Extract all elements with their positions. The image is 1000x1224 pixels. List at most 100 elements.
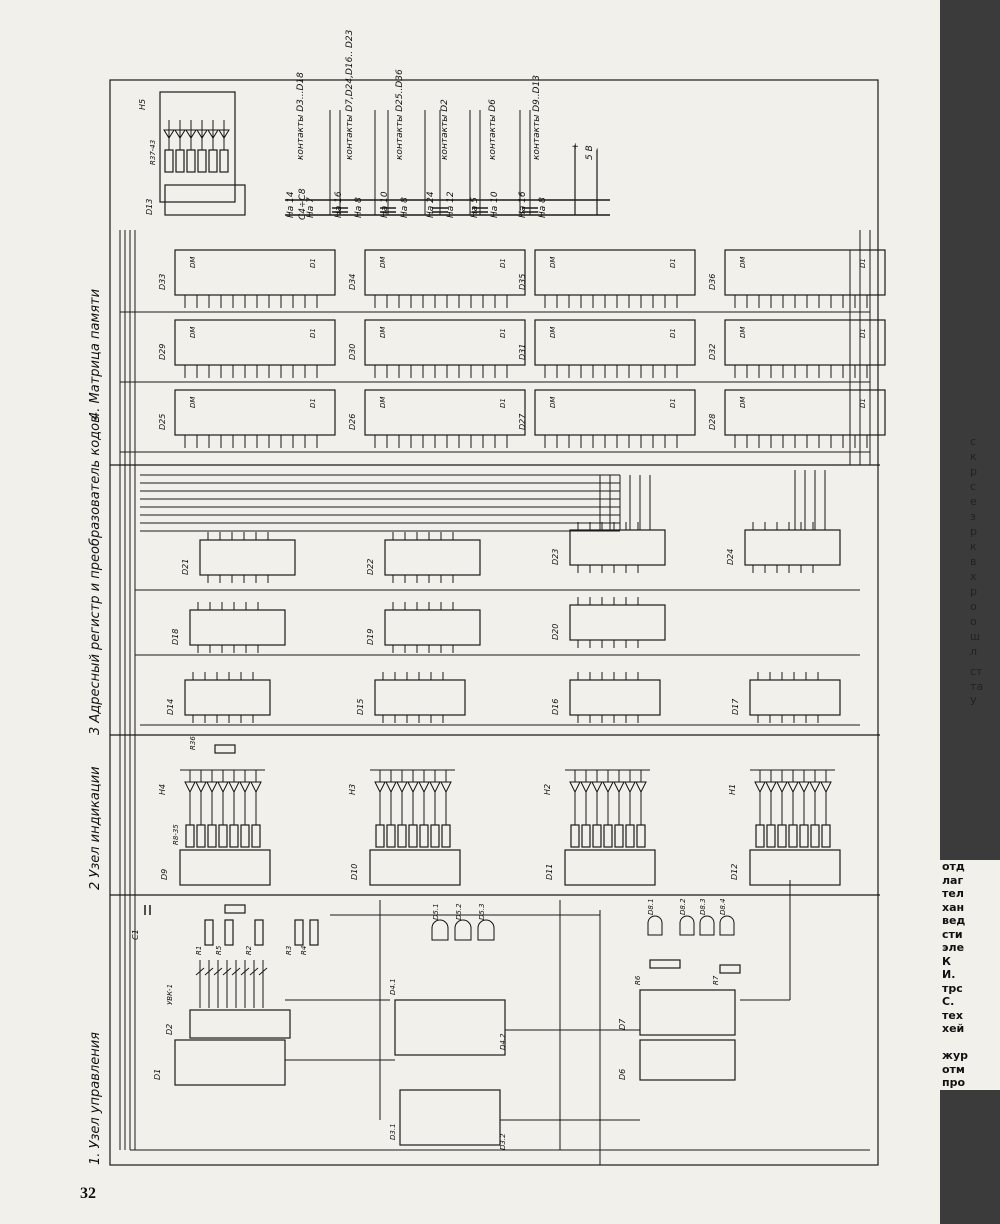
chip-label: R8-35 xyxy=(172,824,180,845)
chip-label: DM xyxy=(379,397,387,408)
resistor xyxy=(175,149,185,173)
facing-page-line: тех xyxy=(942,1008,963,1022)
chip-label: D35 xyxy=(518,274,527,290)
led-diode xyxy=(374,781,386,794)
led-diode xyxy=(207,129,219,139)
chip-label: D23 xyxy=(551,549,560,565)
chip-label: D1 xyxy=(669,398,677,408)
chip-label: R5 xyxy=(215,945,223,955)
facing-page-fragment: к xyxy=(970,450,977,463)
led-diode xyxy=(418,781,430,794)
resistor xyxy=(294,919,304,946)
logic-gate xyxy=(679,915,695,936)
register-chip xyxy=(569,604,666,641)
facing-page-fragment: о xyxy=(970,615,977,628)
resistor xyxy=(254,919,264,946)
chip-label: D9 xyxy=(160,869,169,880)
contact-label: контакты D2 xyxy=(440,99,450,160)
chip-label: R1 xyxy=(195,946,203,955)
led-diode xyxy=(407,781,419,794)
power-plus-label: + xyxy=(571,142,581,150)
chip-label: D1 xyxy=(499,258,507,268)
chip-label: DM xyxy=(189,397,197,408)
register-chip xyxy=(199,539,296,576)
chip-label: D14 xyxy=(166,699,175,715)
facing-page-line: трс xyxy=(942,981,963,995)
facing-page-fragment: з xyxy=(970,510,976,523)
chip-label: D21 xyxy=(181,559,190,575)
chip-label: R3 xyxy=(285,946,293,955)
resistor xyxy=(204,919,214,946)
pin-label: На 8 xyxy=(538,197,548,218)
pin-label: На 14 xyxy=(286,191,296,218)
resistor xyxy=(592,824,602,848)
chip-label: DM xyxy=(739,257,747,268)
led-diode xyxy=(569,781,581,794)
facing-page-line: про xyxy=(942,1076,966,1089)
memory-chip xyxy=(174,319,336,366)
memory-chip xyxy=(534,319,696,366)
resistor xyxy=(229,824,239,848)
memory-chip xyxy=(534,389,696,436)
section-control-title: 1. Узел управления xyxy=(88,1032,103,1165)
resistor xyxy=(810,824,820,848)
resistor xyxy=(581,824,591,848)
memory-chip xyxy=(174,389,336,436)
led-diode xyxy=(185,129,197,139)
chip-label: D27 xyxy=(518,413,527,430)
led-diode xyxy=(385,781,397,794)
chip-label: D1 xyxy=(309,398,317,408)
wire xyxy=(249,967,259,976)
led-diode xyxy=(635,781,647,794)
register-chip xyxy=(384,539,481,576)
wire xyxy=(240,967,250,976)
resistor xyxy=(219,149,229,173)
resistor xyxy=(375,824,385,848)
chip-label: DM xyxy=(379,257,387,268)
facing-page-line: лаг xyxy=(942,873,964,887)
led-diode xyxy=(754,781,766,794)
chip-label: D5.1 xyxy=(432,903,440,920)
memory-chip xyxy=(724,389,886,436)
decoder-chip xyxy=(179,849,271,886)
register-chip xyxy=(569,529,666,566)
wire xyxy=(258,967,268,976)
chip-label: D6 xyxy=(618,1069,627,1080)
led-diode xyxy=(195,781,207,794)
chip-label: DM xyxy=(549,397,557,408)
pin-label: На 16 xyxy=(334,191,344,218)
memory-chip xyxy=(174,249,336,296)
led-diode xyxy=(206,781,218,794)
register-chip xyxy=(744,529,841,566)
contact-label: контакты D3...D18 xyxy=(296,72,306,160)
pin-label: На 10 xyxy=(380,191,390,218)
chip-D6 xyxy=(639,1039,736,1081)
register-chip xyxy=(749,679,841,716)
chip-D1 xyxy=(174,1039,286,1086)
contact-label: контакты D25..D36 xyxy=(395,69,405,160)
facing-page-fragment: в xyxy=(970,555,977,568)
chip-label: D24 xyxy=(726,549,735,565)
led-diode xyxy=(591,781,603,794)
led-diode xyxy=(613,781,625,794)
led-diode xyxy=(765,781,777,794)
memory-chip xyxy=(364,249,526,296)
resistor xyxy=(441,824,451,848)
logic-gate xyxy=(647,915,663,936)
facing-page-fragment: р xyxy=(970,525,977,538)
led-diode xyxy=(239,781,251,794)
chip-label: DM xyxy=(189,257,197,268)
led-diode xyxy=(396,781,408,794)
chip-label: R2 xyxy=(245,945,253,955)
facing-page-line: С. xyxy=(942,995,955,1008)
facing-page-line: отм xyxy=(942,1062,965,1076)
chip-label: D36 xyxy=(708,274,717,290)
chip-label: D3.2 xyxy=(499,1133,507,1150)
pin-label: На 12 xyxy=(446,191,456,218)
memory-chip xyxy=(364,389,526,436)
facing-page-fragment: л xyxy=(970,645,978,658)
resistor xyxy=(821,824,831,848)
wire xyxy=(231,967,241,976)
logic-gate xyxy=(699,915,715,936)
